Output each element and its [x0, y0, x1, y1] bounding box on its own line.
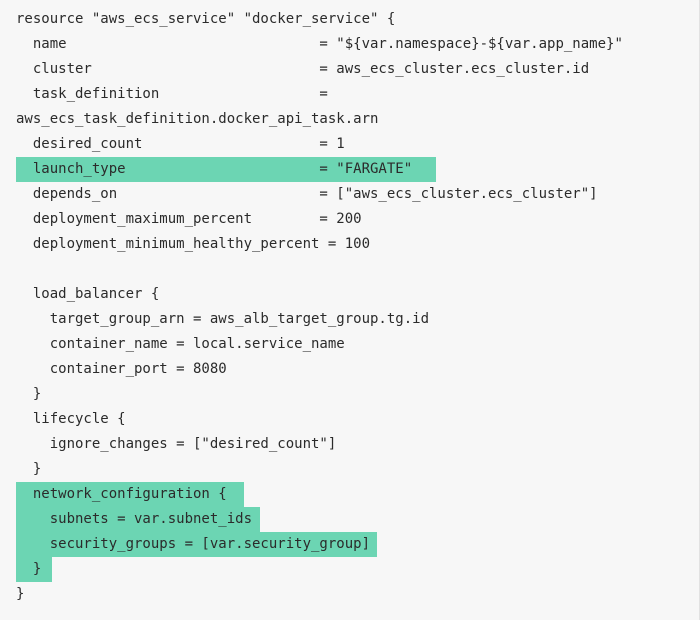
code-line: load_balancer { [16, 286, 160, 302]
highlight-closing-brace [16, 557, 52, 582]
code-line: cluster = aws_ecs_cluster.ecs_cluster.id [16, 61, 590, 77]
code-text: resource "aws_ecs_service" "docker_servi… [16, 7, 623, 607]
code-line: } [16, 461, 42, 477]
code-line: ignore_changes = ["desired_count"] [16, 436, 337, 452]
code-line: depends_on = ["aws_ecs_cluster.ecs_clust… [16, 186, 598, 202]
code-line: target_group_arn = aws_alb_target_group.… [16, 311, 430, 327]
code-line: container_name = local.service_name [16, 336, 345, 352]
highlight-launch-type [16, 157, 436, 182]
code-line: } [16, 386, 42, 402]
code-line: task_definition = [16, 86, 328, 102]
code-line: deployment_maximum_percent = 200 [16, 211, 362, 227]
code-line: desired_count = 1 [16, 136, 345, 152]
highlight-network-configuration [16, 482, 244, 507]
code-line: name = "${var.namespace}-${var.app_name}… [16, 36, 623, 52]
code-line: deployment_minimum_healthy_percent = 100 [16, 236, 371, 252]
code-line: } [16, 561, 42, 577]
code-line: launch_type = "FARGATE" [16, 161, 413, 177]
code-line: aws_ecs_task_definition.docker_api_task.… [16, 111, 379, 127]
code-line: network_configuration { [16, 486, 227, 502]
highlight-subnets [16, 507, 260, 532]
code-line: lifecycle { [16, 411, 126, 427]
code-line: } [16, 586, 25, 602]
code-line: container_port = 8080 [16, 361, 227, 377]
code-line: resource "aws_ecs_service" "docker_servi… [16, 11, 396, 27]
code-line: subnets = var.subnet_ids [16, 511, 253, 527]
highlight-security-groups [16, 532, 377, 557]
code-line [16, 257, 623, 282]
code-line: security_groups = [var.security_group] [16, 536, 371, 552]
